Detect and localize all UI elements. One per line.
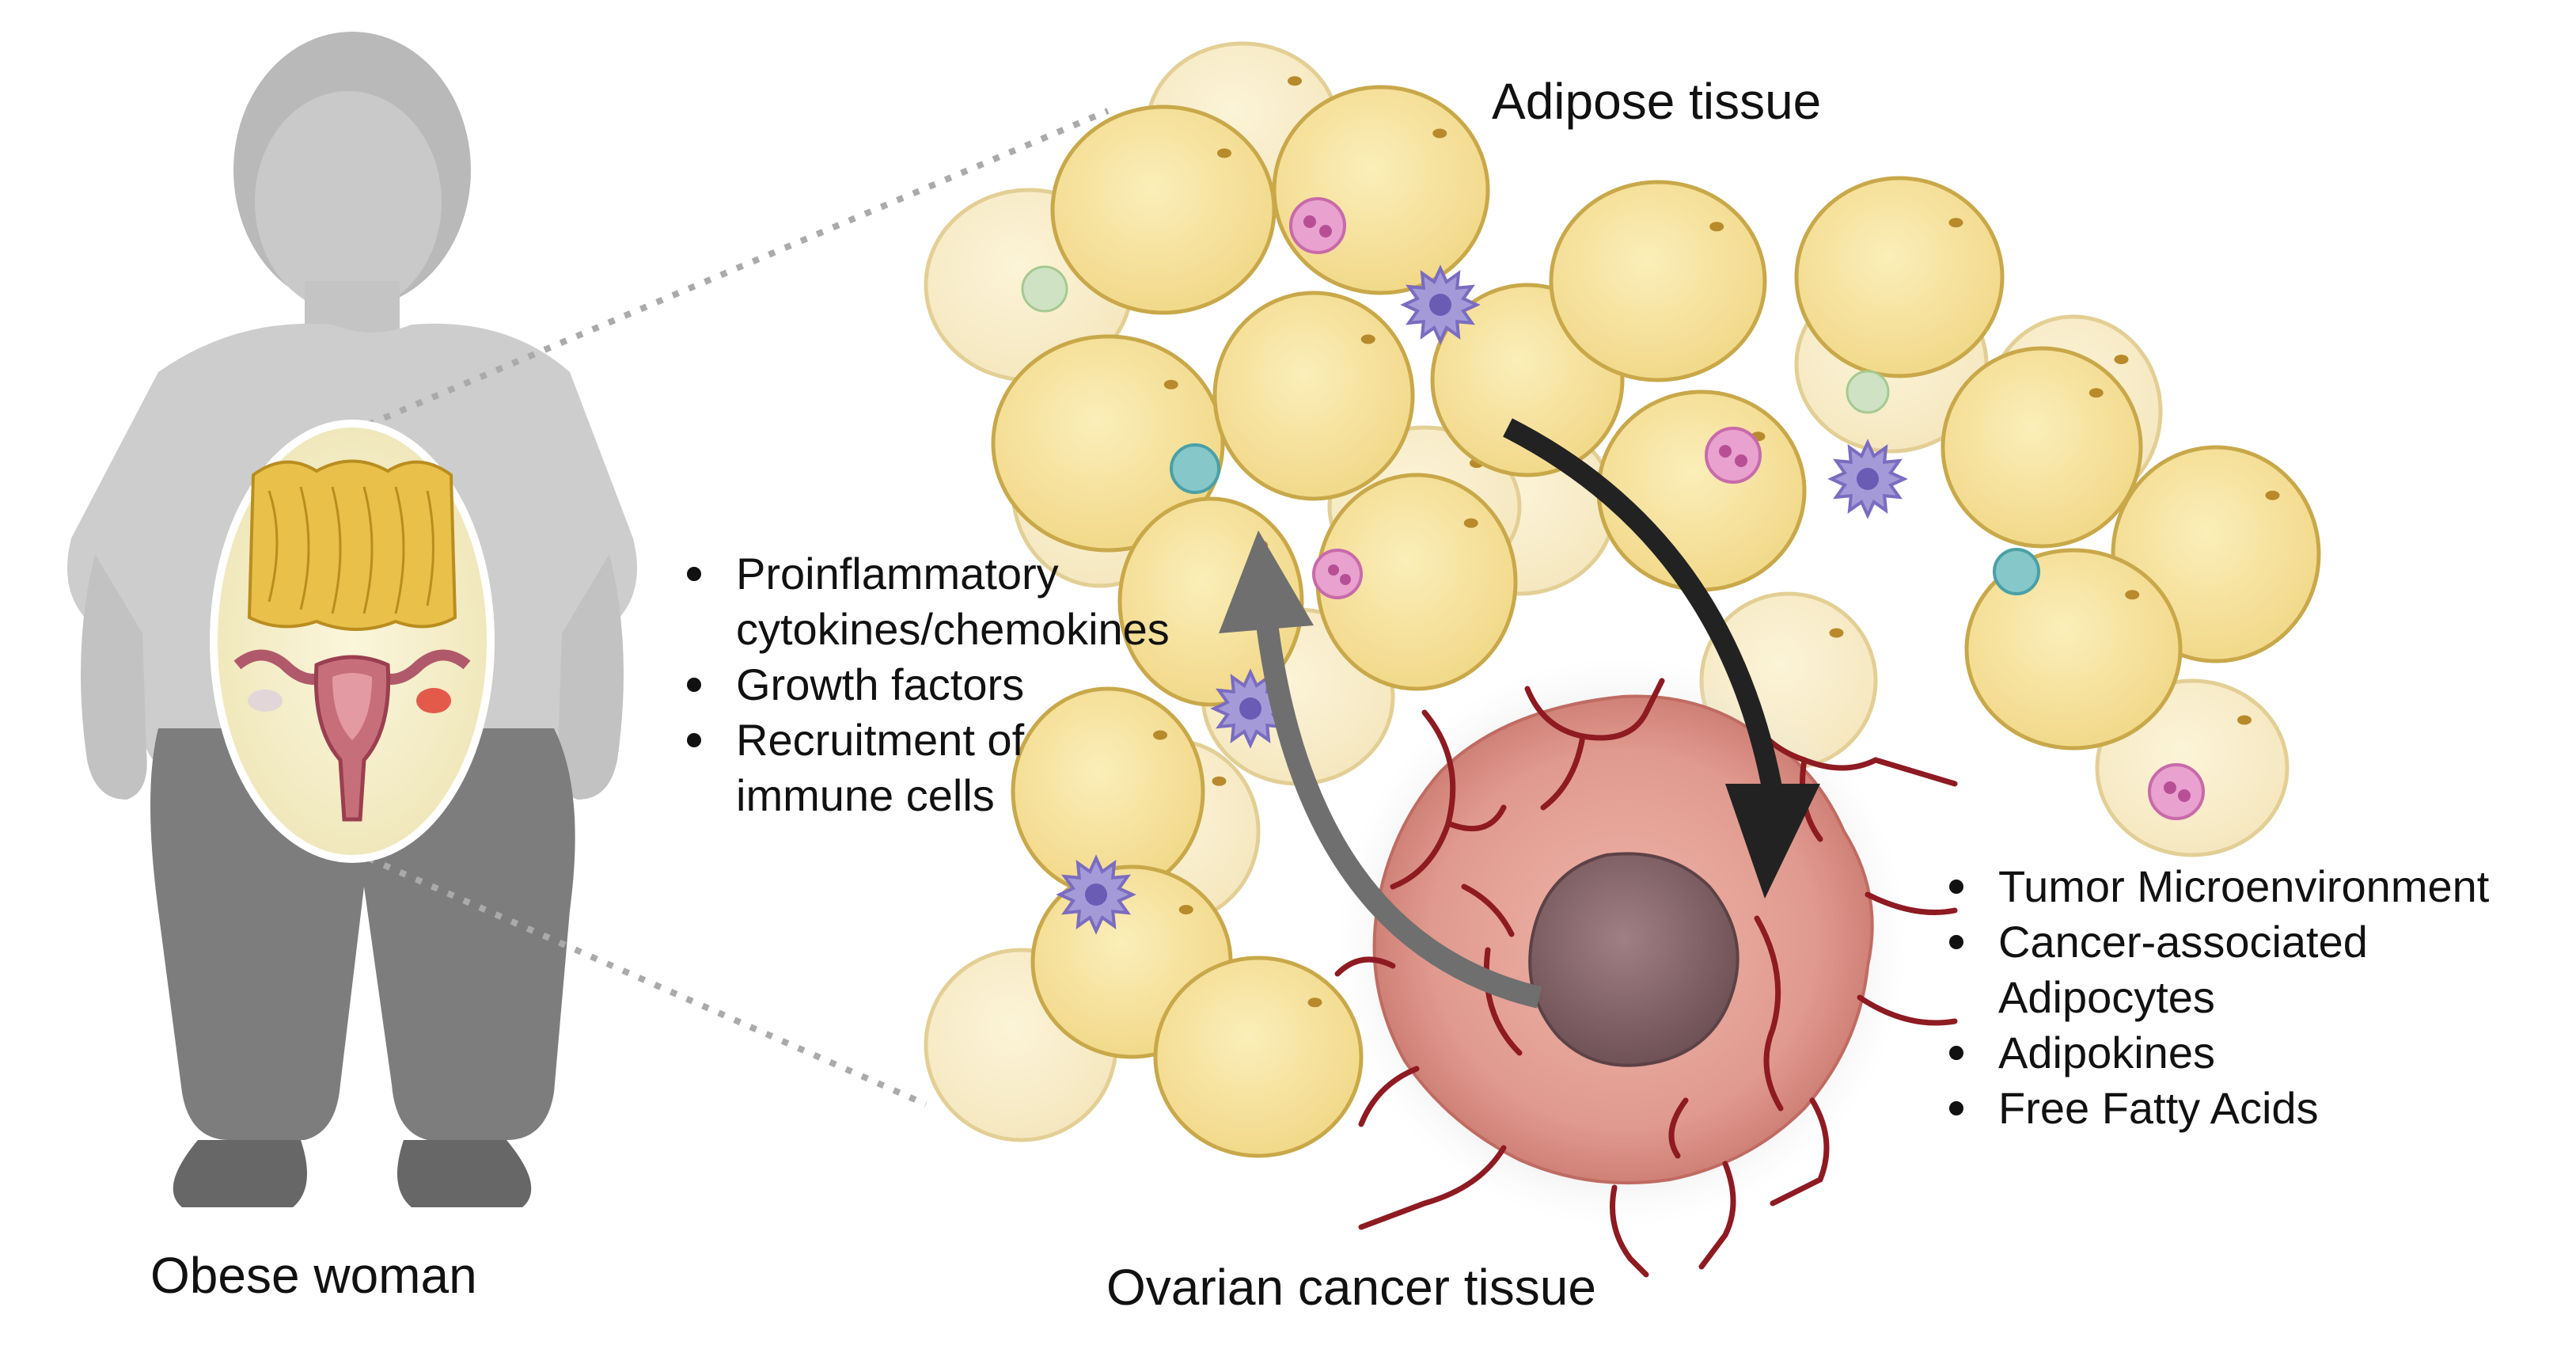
adipocyte-nucleus bbox=[1709, 222, 1724, 232]
adipocyte-nucleus bbox=[1432, 128, 1447, 139]
adipocyte bbox=[991, 334, 1225, 553]
dendritic-cell-nucleus bbox=[1857, 468, 1879, 490]
adipocyte-nucleus bbox=[1307, 998, 1322, 1008]
factor-line: Tumor Microenvironment bbox=[1998, 861, 2490, 911]
adipocyte-nucleus bbox=[2237, 715, 2252, 725]
adipocyte bbox=[1794, 176, 2005, 378]
adipocyte-nucleus bbox=[1463, 518, 1478, 528]
adipocyte bbox=[1964, 548, 2183, 750]
adipocyte-nucleus bbox=[1163, 379, 1178, 390]
obese-woman-label: Obese woman bbox=[150, 1247, 477, 1304]
abdominal-inset bbox=[210, 420, 495, 863]
factor-line: Adipocytes bbox=[1998, 972, 2215, 1022]
factor-line: Adipokines bbox=[1998, 1028, 2215, 1077]
ovarian-tumor bbox=[1334, 657, 1958, 1278]
factor-line: Proinflammatory bbox=[736, 549, 1059, 598]
adipocyte bbox=[1153, 956, 1364, 1158]
adipocyte-nucleus bbox=[2114, 355, 2129, 364]
adipocyte-nucleus bbox=[2088, 388, 2104, 398]
dendritic-cell-nucleus bbox=[1429, 294, 1451, 316]
tumor-to-adipose-factor-list: Proinflammatory cytokines/chemokines Gro… bbox=[681, 546, 1170, 823]
factor-line: Recruitment of bbox=[736, 715, 1025, 765]
adipocyte bbox=[1596, 390, 1807, 592]
adipocyte-nucleus bbox=[1153, 730, 1167, 740]
immune-cells bbox=[1021, 197, 2205, 935]
factor-line: Growth factors bbox=[736, 659, 1025, 709]
zoom-guide-lines bbox=[351, 108, 1110, 1108]
adipocyte-nucleus bbox=[1948, 218, 1963, 228]
factor-item: Cancer-associated Adipocytes bbox=[1943, 914, 2489, 1025]
adipose-tissue-label: Adipose tissue bbox=[1492, 73, 1822, 130]
adipocyte bbox=[1549, 180, 1767, 382]
adipocyte bbox=[1272, 85, 1490, 295]
adipocyte-nucleus bbox=[1360, 334, 1375, 344]
adipocyte-nucleus bbox=[2265, 490, 2280, 500]
adipocyte-nucleus bbox=[1217, 148, 1231, 158]
factor-item: Adipokines bbox=[1943, 1025, 2489, 1081]
dendritic-cell-nucleus bbox=[1085, 884, 1107, 906]
factor-item: Growth factors bbox=[681, 657, 1170, 712]
factor-line: immune cells bbox=[736, 770, 995, 820]
dendritic-cell-nucleus bbox=[1239, 697, 1261, 720]
factor-line: Cancer-associated bbox=[1998, 917, 2368, 967]
factor-line: Free Fatty Acids bbox=[1998, 1083, 2319, 1133]
adipocyte-nucleus bbox=[1178, 905, 1193, 914]
adipocyte bbox=[1212, 291, 1415, 501]
factor-item: Tumor Microenvironment bbox=[1943, 859, 2489, 914]
arrow-adipose-to-tumor bbox=[1503, 418, 1820, 899]
factor-line: cytokines/chemokines bbox=[736, 604, 1170, 654]
adipocyte-nucleus bbox=[1829, 628, 1844, 638]
adipose-to-tumor-factor-list: Tumor Microenvironment Cancer-associated… bbox=[1943, 859, 2489, 1136]
adipocyte-nucleus bbox=[1212, 776, 1227, 786]
factor-item: Proinflammatory cytokines/chemokines bbox=[681, 546, 1170, 657]
adipocyte-nucleus bbox=[2125, 590, 2140, 600]
arrow-tumor-to-adipose bbox=[1219, 530, 1542, 1009]
ovarian-cancer-tissue-label: Ovarian cancer tissue bbox=[1106, 1259, 1596, 1316]
factor-item: Free Fatty Acids bbox=[1943, 1081, 2489, 1136]
factor-item: Recruitment of immune cells bbox=[681, 712, 1170, 823]
adipocyte bbox=[1941, 346, 2143, 549]
adipocyte-nucleus bbox=[1288, 76, 1302, 86]
adipocyte bbox=[1050, 104, 1277, 315]
